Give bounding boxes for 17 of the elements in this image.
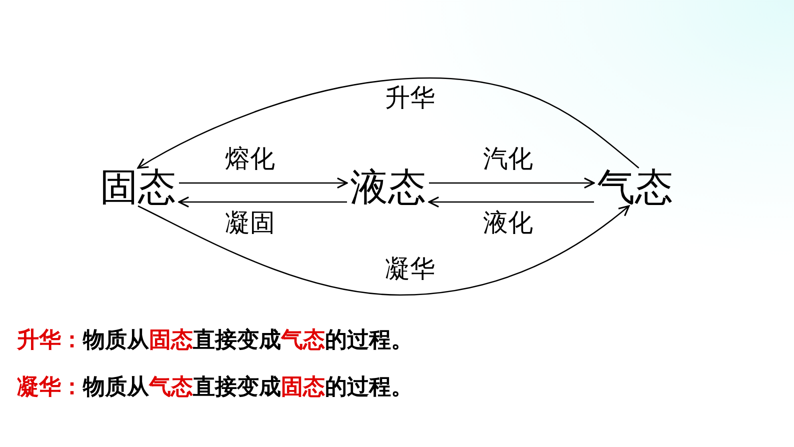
state-label: 液态 xyxy=(350,168,426,206)
arrow xyxy=(138,205,630,296)
definition-text: 升华：物质从固态直接变成气态的过程。 xyxy=(17,329,413,354)
state-label: 气态 xyxy=(597,168,673,206)
arrow xyxy=(178,196,347,208)
edge-label: 升华 xyxy=(385,85,435,110)
edge-label: 汽化 xyxy=(483,146,533,171)
edge-label: 凝固 xyxy=(225,210,275,235)
definition-text: 凝华：物质从气态直接变成固态的过程。 xyxy=(17,376,413,400)
arrow xyxy=(137,77,640,169)
state-label: 固态 xyxy=(100,168,176,206)
edge-label: 熔化 xyxy=(225,146,275,171)
edge-label: 凝华 xyxy=(385,256,435,281)
arrow xyxy=(179,177,348,189)
arrow xyxy=(428,196,594,208)
edge-label: 液化 xyxy=(483,210,533,235)
arrow xyxy=(429,177,595,189)
